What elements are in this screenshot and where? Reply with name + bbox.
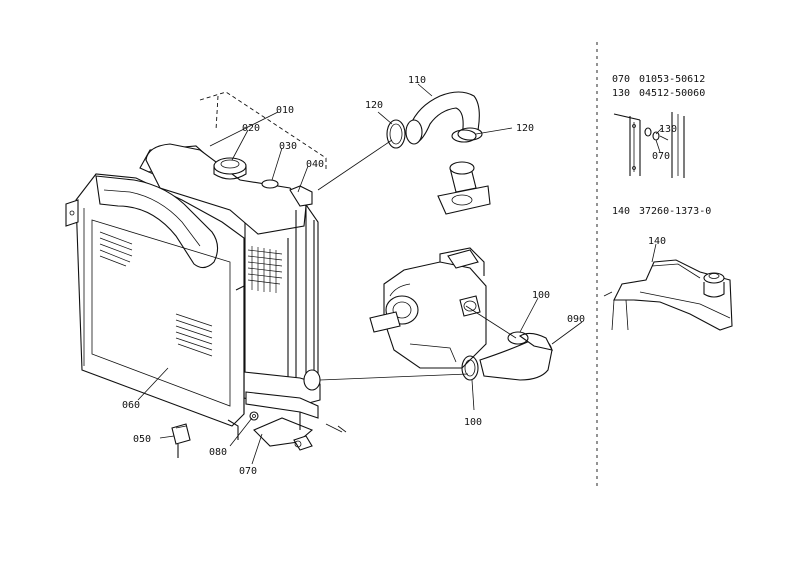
parts-row-1-number: 01053-50612 — [639, 74, 705, 85]
parts-table: 070 01053-50612 130 04512-50060 140 3726… — [612, 74, 711, 217]
lower-outlet — [303, 369, 321, 391]
mounting-bracket — [245, 391, 347, 451]
upper-hose-clamp-right — [451, 129, 477, 143]
callout-020: 020 — [242, 123, 260, 134]
parts-row-2-ref: 130 — [612, 88, 630, 99]
callout-100-lower: 100 — [464, 417, 482, 428]
leader-lines — [137, 83, 583, 465]
inset-label-140: 140 — [648, 236, 666, 247]
connection-lines — [317, 139, 517, 381]
radiator-cap — [213, 157, 247, 180]
callout-010: 010 — [276, 105, 294, 116]
callout-060: 060 — [122, 400, 140, 411]
lower-hose-clamp-b — [507, 331, 529, 345]
parts-row-2-number: 04512-50060 — [639, 88, 705, 99]
drain-cock — [171, 423, 191, 458]
callout-030: 030 — [279, 141, 297, 152]
parts-row-3-number: 37260-1373-0 — [639, 206, 711, 217]
fan-shroud — [65, 173, 245, 440]
callout-110: 110 — [408, 75, 426, 86]
filler-neck — [261, 179, 279, 189]
lower-hose — [479, 332, 554, 381]
callout-070: 070 — [239, 466, 257, 477]
radiator-assembly — [65, 91, 347, 458]
callout-050: 050 — [133, 434, 151, 445]
lower-hose-clamp-a — [461, 355, 479, 381]
inset-detail-140: 140 — [603, 236, 733, 331]
thermostat-cover — [437, 161, 491, 215]
callout-080: 080 — [209, 447, 227, 458]
inset-label-070: 070 — [652, 151, 670, 162]
callout-120-left: 120 — [365, 100, 383, 111]
water-pump-housing — [369, 247, 487, 369]
parts-row-1-ref: 070 — [612, 74, 630, 85]
callout-labels: 010 020 030 040 060 050 080 070 110 120 … — [122, 75, 585, 477]
upper-outlet — [289, 185, 313, 207]
upper-hose — [405, 91, 483, 145]
upper-hose-clamp-left — [386, 119, 406, 149]
callout-100-upper: 100 — [532, 290, 550, 301]
callout-090: 090 — [567, 314, 585, 325]
parts-row-3-ref: 140 — [612, 206, 630, 217]
inset-detail-bolt: 130 070 — [613, 112, 685, 178]
callout-040: 040 — [306, 159, 324, 170]
callout-120-right: 120 — [516, 123, 534, 134]
inset-label-130: 130 — [659, 124, 677, 135]
